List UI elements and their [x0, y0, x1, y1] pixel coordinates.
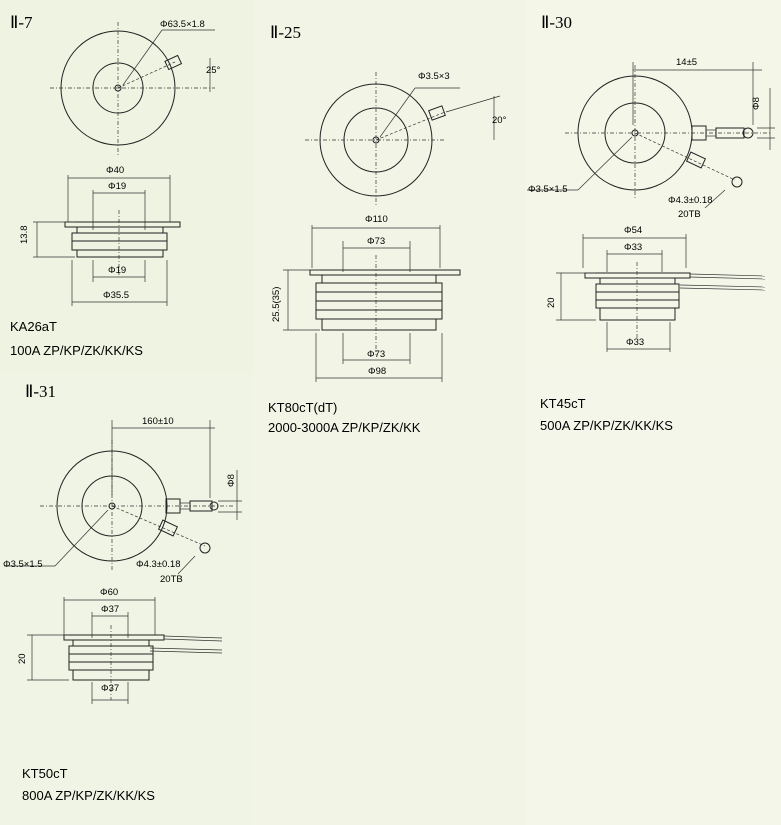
- dim-bottom-diameter: Φ37: [101, 683, 120, 694]
- panel-ii-25: [253, 0, 525, 825]
- dim-height: 25.5(35): [271, 286, 282, 322]
- rating: 800A ZP/KP/ZK/KK/KS: [22, 788, 155, 803]
- section-label-ii-7: Ⅱ-7: [10, 13, 33, 32]
- dim-hole-diameter: Φ4.3±0.18: [136, 559, 181, 570]
- ii31-side-view: [27, 597, 223, 704]
- rating: 500A ZP/KP/ZK/KK/KS: [540, 418, 673, 433]
- dim-top-diameter: Φ33: [624, 242, 643, 253]
- dim-bottom-diameter: Φ19: [108, 265, 127, 276]
- dim-height: 20: [546, 297, 557, 308]
- model-name: KT50cT: [22, 766, 68, 781]
- panel-ii-7: [0, 0, 253, 372]
- dim-angle: 25°: [206, 65, 221, 76]
- section-label-ii-31: Ⅱ-31: [25, 382, 57, 401]
- panel-ii-31: [0, 372, 253, 825]
- dim-flange-diameter: Φ60: [100, 587, 119, 598]
- dim-hole-diameter: Φ4.3±0.18: [668, 195, 713, 206]
- ii31-top-view: [4, 420, 242, 575]
- dim-bottom-diameter: Φ33: [626, 337, 645, 348]
- dim-top-diameter: Φ37: [101, 604, 120, 615]
- dim-height: 20: [17, 653, 28, 664]
- dim-flange-diameter: Φ40: [106, 165, 125, 176]
- dim-lead-diameter: Φ8: [226, 474, 237, 487]
- dim-flange-diameter: Φ54: [624, 225, 643, 236]
- dim-height: 13.8: [19, 225, 30, 245]
- dim-body-diameter: Φ98: [368, 366, 387, 377]
- dim-top-diameter: Φ73: [367, 236, 386, 247]
- panel-ii-30: [525, 0, 781, 372]
- ii7-top-view: [50, 22, 215, 155]
- dim-gate-diameter: Φ3.5×3: [418, 71, 450, 82]
- model-name: KT80cT(dT): [268, 400, 338, 415]
- dim-lead-offset: 14±5: [676, 57, 698, 68]
- section-label-ii-30: Ⅱ-30: [541, 13, 573, 32]
- dim-angle: 20°: [492, 115, 507, 126]
- dim-gate-diameter: Φ3.5×1.5: [3, 559, 43, 570]
- dim-flange-diameter: Φ110: [365, 214, 388, 225]
- ii30-side-view: [556, 234, 766, 352]
- dim-lead-type: 20TB: [678, 209, 701, 220]
- ii30-top-view: [527, 62, 775, 209]
- ii7-side-view: [33, 175, 181, 306]
- model-name: KA26aT: [10, 319, 57, 334]
- dim-lead-type: 20TB: [160, 574, 183, 585]
- ii25-top-view: [305, 72, 501, 205]
- dim-body-diameter: Φ35.5: [103, 290, 130, 301]
- rating: 100A ZP/KP/ZK/KK/KS: [10, 343, 143, 358]
- dim-lead-diameter: Φ8: [751, 97, 762, 110]
- section-label-ii-25: Ⅱ-25: [270, 23, 302, 42]
- model-name: KT45cT: [540, 396, 586, 411]
- dim-bottom-diameter: Φ73: [367, 349, 386, 360]
- dim-outer-diameter: Φ63.5×1.8: [160, 19, 205, 30]
- dim-gate-diameter: Φ3.5×1.5: [528, 184, 568, 195]
- rating: 2000-3000A ZP/KP/ZK/KK: [268, 420, 421, 435]
- dim-lead-offset: 160±10: [142, 416, 174, 427]
- dim-top-diameter: Φ19: [108, 181, 127, 192]
- ii25-side-view: [283, 225, 461, 382]
